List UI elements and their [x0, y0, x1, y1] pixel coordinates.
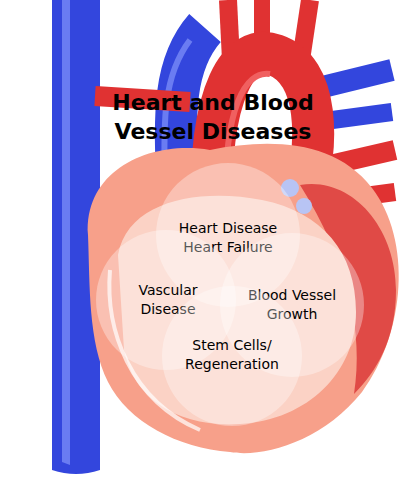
vessel-highlight: [62, 0, 70, 465]
vein-opening: [296, 198, 312, 214]
circle-label-box: Stem Cells/ Regeneration: [174, 336, 290, 374]
translucent-circle: [162, 286, 302, 426]
topic-label: Stem Cells/ Regeneration: [174, 336, 290, 374]
topic-circle: Stem Cells/ Regeneration: [162, 286, 302, 426]
heart-body: [88, 144, 399, 453]
diagram-title: Heart and Blood Vessel Diseases: [93, 88, 333, 146]
